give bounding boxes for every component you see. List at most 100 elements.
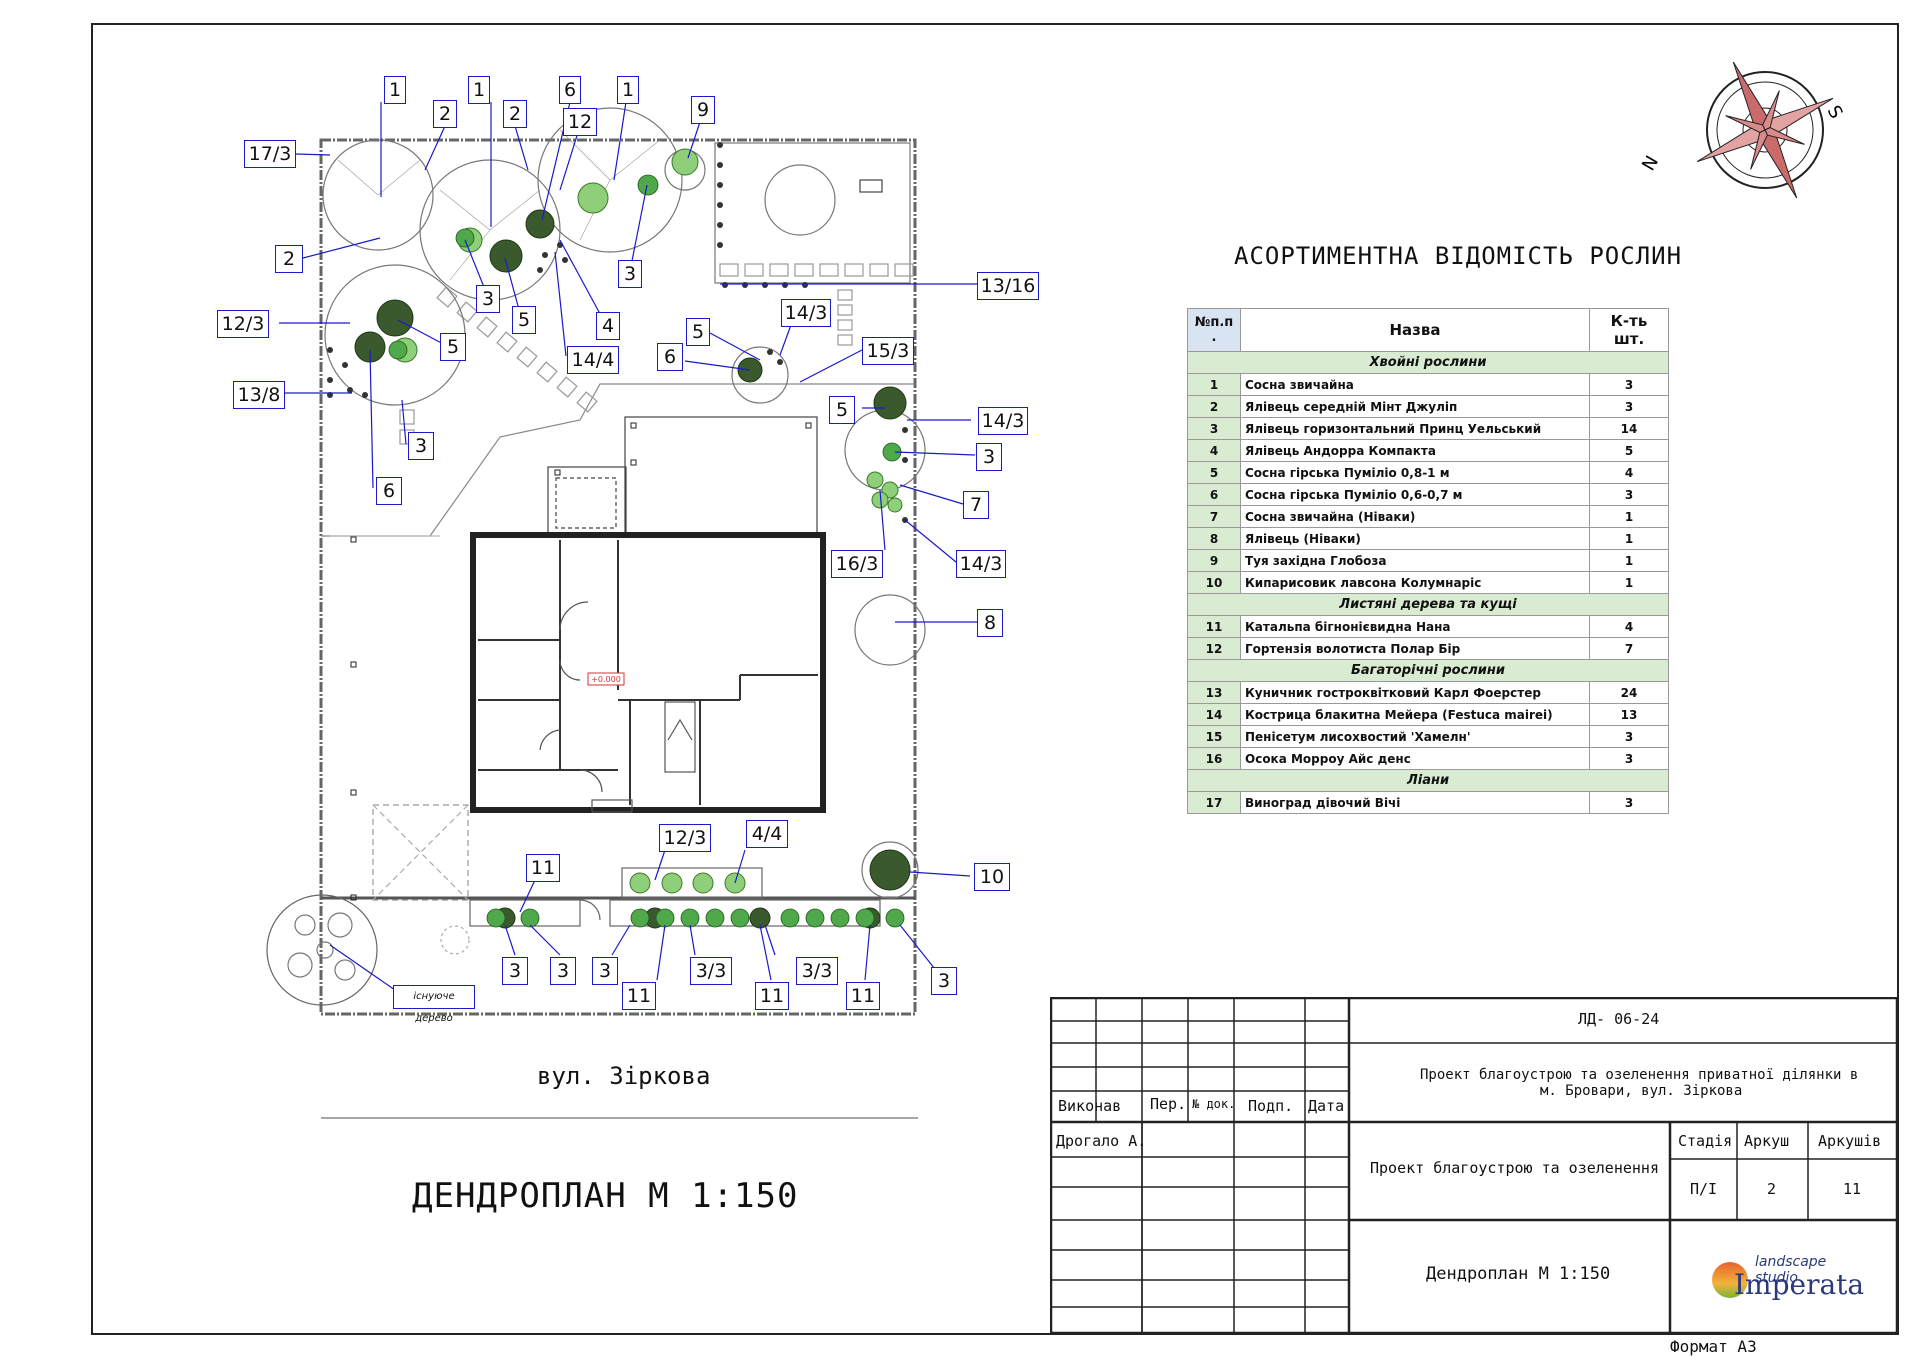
schedule-num: 16 xyxy=(1187,747,1241,770)
schedule-num: 13 xyxy=(1187,681,1241,704)
existing-tree-note: існуюче дерево xyxy=(393,985,475,1024)
logo-small-text: landscape studio xyxy=(1755,1254,1827,1286)
schedule-qty: 1 xyxy=(1589,505,1669,528)
schedule-qty: 13 xyxy=(1589,703,1669,726)
callout-c21: 6 xyxy=(376,477,402,505)
stamp-col-data: Дата xyxy=(1308,1097,1345,1115)
stamp-stage-label: Стадія xyxy=(1678,1132,1733,1150)
plan-title: ДЕНДРОПЛАН М 1:150 xyxy=(412,1176,799,1216)
schedule-qty: 3 xyxy=(1589,747,1669,770)
schedule-name: Туя західна Глобоза xyxy=(1240,549,1590,572)
compass-rose xyxy=(1696,61,1834,199)
callout-c2: 1 xyxy=(468,76,490,104)
callout-c23: 14/3 xyxy=(781,299,831,327)
schedule-title: АСОРТИМЕНТНА ВІДОМІСТЬ РОСЛИН xyxy=(1234,242,1683,270)
schedule-num: 5 xyxy=(1187,461,1241,484)
schedule-num: 17 xyxy=(1187,791,1241,814)
schedule-num: 7 xyxy=(1187,505,1241,528)
callout-c13: 4 xyxy=(596,312,620,340)
stamp-project-1: Проект благоустрою та озеленення приватн… xyxy=(1420,1067,1859,1083)
schedule-name: Ялівець горизонтальний Принц Уельський xyxy=(1240,417,1590,440)
callout-c39: 3 xyxy=(592,957,618,985)
schedule-num: 9 xyxy=(1187,549,1241,572)
schedule-num: 3 xyxy=(1187,417,1241,440)
callout-c22: 5 xyxy=(686,318,710,346)
drawing-frame xyxy=(91,23,1899,1335)
schedule-qty: 1 xyxy=(1589,527,1669,550)
schedule-category: Хвойні рослини xyxy=(1187,351,1669,374)
logo-sun-icon xyxy=(1712,1262,1748,1298)
col-qty: К-ть шт. xyxy=(1589,308,1669,352)
schedule-category-row: Хвойні рослини xyxy=(1187,351,1669,374)
callout-c42: 3 xyxy=(931,967,957,995)
callout-c8: 9 xyxy=(691,96,715,124)
stamp-section: Проект благоустрою та озеленення xyxy=(1370,1159,1659,1177)
schedule-category-row: Ліани xyxy=(1187,769,1669,792)
schedule-num: 1 xyxy=(1187,373,1241,396)
schedule-name: Катальпа бігнонієвидна Нана xyxy=(1240,615,1590,638)
schedule-name: Сосна гірська Пуміліо 0,6-0,7 м xyxy=(1240,483,1590,506)
schedule-num: 14 xyxy=(1187,703,1241,726)
stamp-stage: П/І xyxy=(1690,1180,1718,1198)
lot-boundary xyxy=(319,138,917,1016)
schedule-qty: 24 xyxy=(1589,681,1669,704)
callout-c41: 3/3 xyxy=(796,957,838,985)
callout-c20: 3 xyxy=(408,432,434,460)
schedule-name: Осока Морроу Айс денс xyxy=(1240,747,1590,770)
schedule-qty: 3 xyxy=(1589,483,1669,506)
schedule-name: Пенісетум лисохвостий 'Хамелн' xyxy=(1240,725,1590,748)
schedule-num: 10 xyxy=(1187,571,1241,594)
callout-c7: 12 xyxy=(563,108,597,136)
schedule-qty: 3 xyxy=(1589,395,1669,418)
studio-logo: landscape studio Imperata xyxy=(1712,1254,1865,1302)
callout-c3: 1 xyxy=(617,76,639,104)
schedule-num: 8 xyxy=(1187,527,1241,550)
schedule-name: Ялівець (Ніваки) xyxy=(1240,527,1590,550)
callout-c27: 14/3 xyxy=(978,407,1028,435)
stamp-col-per: Пер. xyxy=(1150,1095,1187,1113)
schedule-num: 12 xyxy=(1187,637,1241,660)
stamp-author: Дрогало А. xyxy=(1056,1132,1147,1150)
callout-c30: 16/3 xyxy=(831,550,883,578)
callout-c14: 3 xyxy=(618,260,642,288)
street-name: вул. Зіркова xyxy=(537,1062,711,1090)
schedule-name: Кострица блакитна Мейера (Festuca mairei… xyxy=(1240,703,1590,726)
schedule-name: Сосна звичайна (Ніваки) xyxy=(1240,505,1590,528)
schedule-qty: 3 xyxy=(1589,725,1669,748)
schedule-name: Ялівець Андорра Компакта xyxy=(1240,439,1590,462)
title-block: ЛД- 06-24 Проект благоустрою та озеленен… xyxy=(1050,997,1899,1335)
schedule-num: 4 xyxy=(1187,439,1241,462)
callout-c31: 14/3 xyxy=(956,550,1006,578)
callout-c32: 8 xyxy=(977,609,1003,637)
schedule-num: 15 xyxy=(1187,725,1241,748)
schedule-num: 2 xyxy=(1187,395,1241,418)
callout-c36: 10 xyxy=(974,863,1010,891)
callout-c9: 17/3 xyxy=(244,140,296,168)
schedule-name: Гортензія волотиста Полар Бір xyxy=(1240,637,1590,660)
callout-c43: 11 xyxy=(622,982,656,1010)
col-num: №п.п . xyxy=(1187,308,1241,352)
callout-c40: 3/3 xyxy=(690,957,732,985)
schedule-name: Ялівець середній Мінт Джуліп xyxy=(1240,395,1590,418)
callout-c4: 2 xyxy=(433,100,457,128)
callout-c25: 15/3 xyxy=(862,337,914,365)
schedule-qty: 3 xyxy=(1589,373,1669,396)
callout-c1: 1 xyxy=(384,76,406,104)
logo-big-text: Imperata xyxy=(1734,1268,1865,1301)
schedule-name: Кипарисовик лавсона Колумнаріс xyxy=(1240,571,1590,594)
schedule-name: Виноград дівочий Вічі xyxy=(1240,791,1590,814)
callout-c11: 3 xyxy=(476,285,500,313)
stamp-col-doc: № док. xyxy=(1192,1097,1236,1111)
callout-c17: 5 xyxy=(440,333,466,361)
schedule-qty: 7 xyxy=(1589,637,1669,660)
